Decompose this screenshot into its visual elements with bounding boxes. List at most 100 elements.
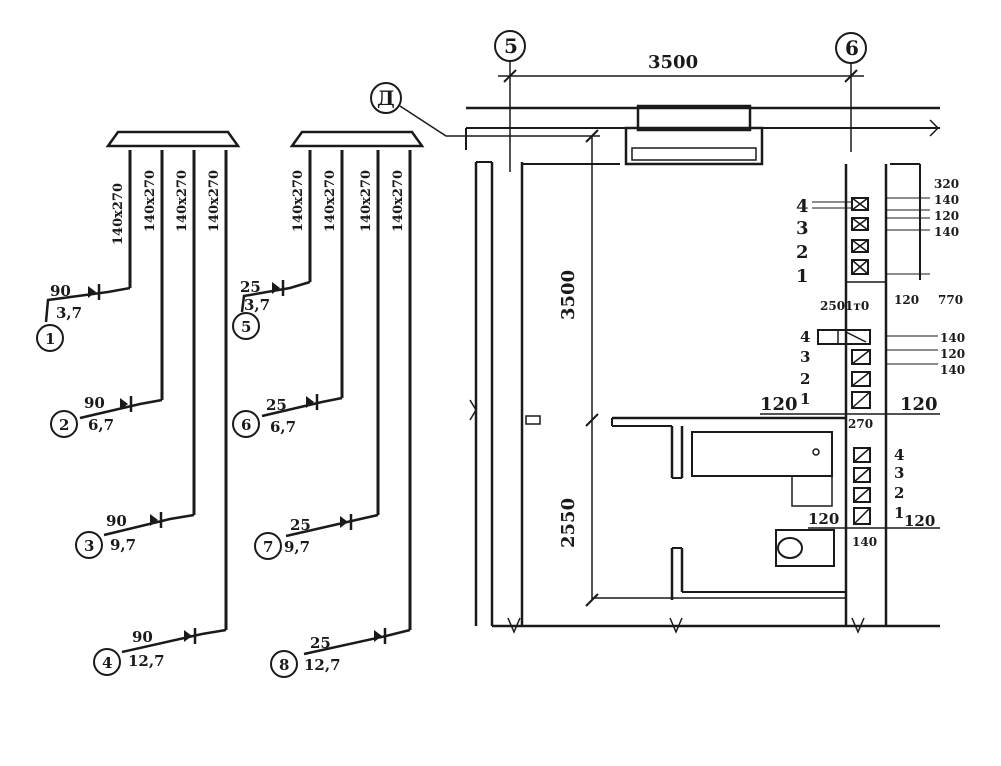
- dim-right-label: 120: [940, 347, 965, 361]
- valve-icon: [150, 514, 158, 526]
- dim-120-left-label: 120: [760, 394, 798, 415]
- branch-number: 4: [102, 654, 112, 672]
- airflow-label: 90: [50, 282, 71, 300]
- branch-number: 7: [263, 538, 273, 556]
- branch-number-circle: [254, 532, 282, 560]
- vent-channel: [853, 487, 871, 503]
- ventilation-scheme-left: 140x270 140x270 140x270 140x270 90 3,7 1…: [36, 130, 241, 676]
- height-label: 12,7: [304, 656, 341, 674]
- branch-number-circle: [270, 650, 298, 678]
- airflow-label: 90: [132, 628, 153, 646]
- vent-channel: [851, 259, 869, 275]
- kitchen-vent-channels: 4 3 2 1 320 140 120 140 2501т0: [796, 177, 963, 313]
- branch-number: 1: [45, 330, 55, 348]
- channel-number: 4: [894, 446, 904, 464]
- dim-right-label: 140: [940, 363, 965, 377]
- duct-size-label: 140x270: [207, 170, 222, 232]
- dim-right-label: 120: [934, 209, 959, 223]
- dim-140-bath-label: 140: [852, 535, 877, 549]
- branch-line: [261, 396, 343, 418]
- roof-hood-left: [105, 130, 241, 148]
- branch-number: 8: [279, 656, 289, 674]
- vent-channel: [851, 371, 871, 387]
- channel-number: 4: [800, 328, 810, 346]
- channel-number: 2: [894, 484, 904, 502]
- channel-number: 3: [796, 218, 809, 239]
- duct-size-label: 140x270: [111, 183, 126, 245]
- middle-vent-channels: 4 3 2 1 140 120 140 120 270 120: [760, 328, 965, 431]
- height-label: 6,7: [88, 416, 114, 434]
- channel-number: 3: [894, 464, 904, 482]
- duct-size-label: 140x270: [143, 170, 158, 232]
- dim-120-bath-left-label: 120: [808, 510, 839, 528]
- break-mark: [507, 617, 521, 634]
- valve-icon: [306, 396, 314, 408]
- branch-number: 2: [59, 416, 69, 434]
- branch-number: 3: [84, 537, 94, 555]
- bath-vent-channels: 4 3 2 1 120 140 120: [808, 446, 940, 549]
- break-mark: [469, 399, 477, 421]
- airflow-label: 25: [290, 516, 311, 534]
- dim-vertical-1-label: 3500: [558, 270, 579, 320]
- door-stop: [525, 415, 541, 425]
- dim-770-label: 770: [938, 293, 963, 307]
- branch-line: [121, 628, 227, 654]
- dim-tick: [585, 413, 599, 427]
- branch-line: [285, 513, 379, 538]
- dim-tick: [585, 129, 599, 143]
- dim-right-label: 140: [934, 225, 959, 239]
- vent-channel-cross: [853, 487, 871, 503]
- vent-channel: [851, 239, 869, 253]
- branch-3: 90 9,7 3: [75, 512, 195, 559]
- bathtub: [691, 431, 833, 477]
- channel-number: 2: [796, 242, 809, 263]
- vent-channel-cross: [853, 507, 871, 525]
- channel-number: 3: [800, 348, 810, 366]
- vent-channel-cross: [851, 391, 871, 409]
- branch-line: [240, 280, 311, 313]
- toilet-bowl: [777, 537, 803, 559]
- height-label: 3,7: [244, 296, 270, 314]
- airflow-label: 90: [106, 512, 127, 530]
- valve-icon: [340, 516, 348, 528]
- duct-size-label: 140x270: [291, 170, 306, 232]
- dim-right-label: 320: [934, 177, 959, 191]
- branch-number-circle: [232, 312, 260, 340]
- channel-number: 4: [796, 196, 809, 217]
- dim-120-label: 120: [894, 293, 919, 307]
- valve-icon: [120, 398, 128, 410]
- axis-bubble-d: [370, 82, 402, 114]
- airflow-label: 25: [310, 634, 331, 652]
- duct-size-label: 140x270: [391, 170, 406, 232]
- dim-270-label: 270: [848, 417, 873, 431]
- window-sill-inner: [631, 147, 757, 161]
- break-mark: [851, 617, 865, 634]
- vent-channel-cross: [853, 447, 871, 463]
- vent-channel: [853, 447, 871, 463]
- vent-channel-cross: [851, 197, 869, 211]
- valve-icon: [272, 282, 280, 294]
- branch-4: 90 12,7 4: [93, 628, 227, 676]
- vent-channel-cross: [853, 467, 871, 483]
- branch-8: 25 12,7 8: [270, 628, 411, 678]
- ventilation-scheme-right: 140x270 140x270 140x270 140x270 25 3,7 5…: [232, 130, 425, 678]
- vent-channel: [851, 197, 869, 211]
- channel-number: 1: [796, 266, 809, 287]
- branch-line: [79, 398, 163, 420]
- airflow-label: 90: [84, 394, 105, 412]
- branch-number-circle: [36, 324, 64, 352]
- branch-number-circle: [75, 531, 103, 559]
- height-label: 9,7: [284, 538, 310, 556]
- height-label: 6,7: [270, 418, 296, 436]
- vent-channel: [851, 217, 869, 231]
- vent-channel-cross: [851, 239, 869, 253]
- duct-size-label: 140x270: [323, 170, 338, 232]
- vent-channel-cross: [851, 217, 869, 231]
- vent-channel-cross: [851, 259, 869, 275]
- axis-label-6: 6: [845, 36, 859, 60]
- bathtub-drain: [812, 448, 820, 456]
- axis-label-d: Д: [377, 86, 395, 110]
- branch-6: 25 6,7 6: [232, 394, 343, 438]
- break-mark: [929, 119, 940, 137]
